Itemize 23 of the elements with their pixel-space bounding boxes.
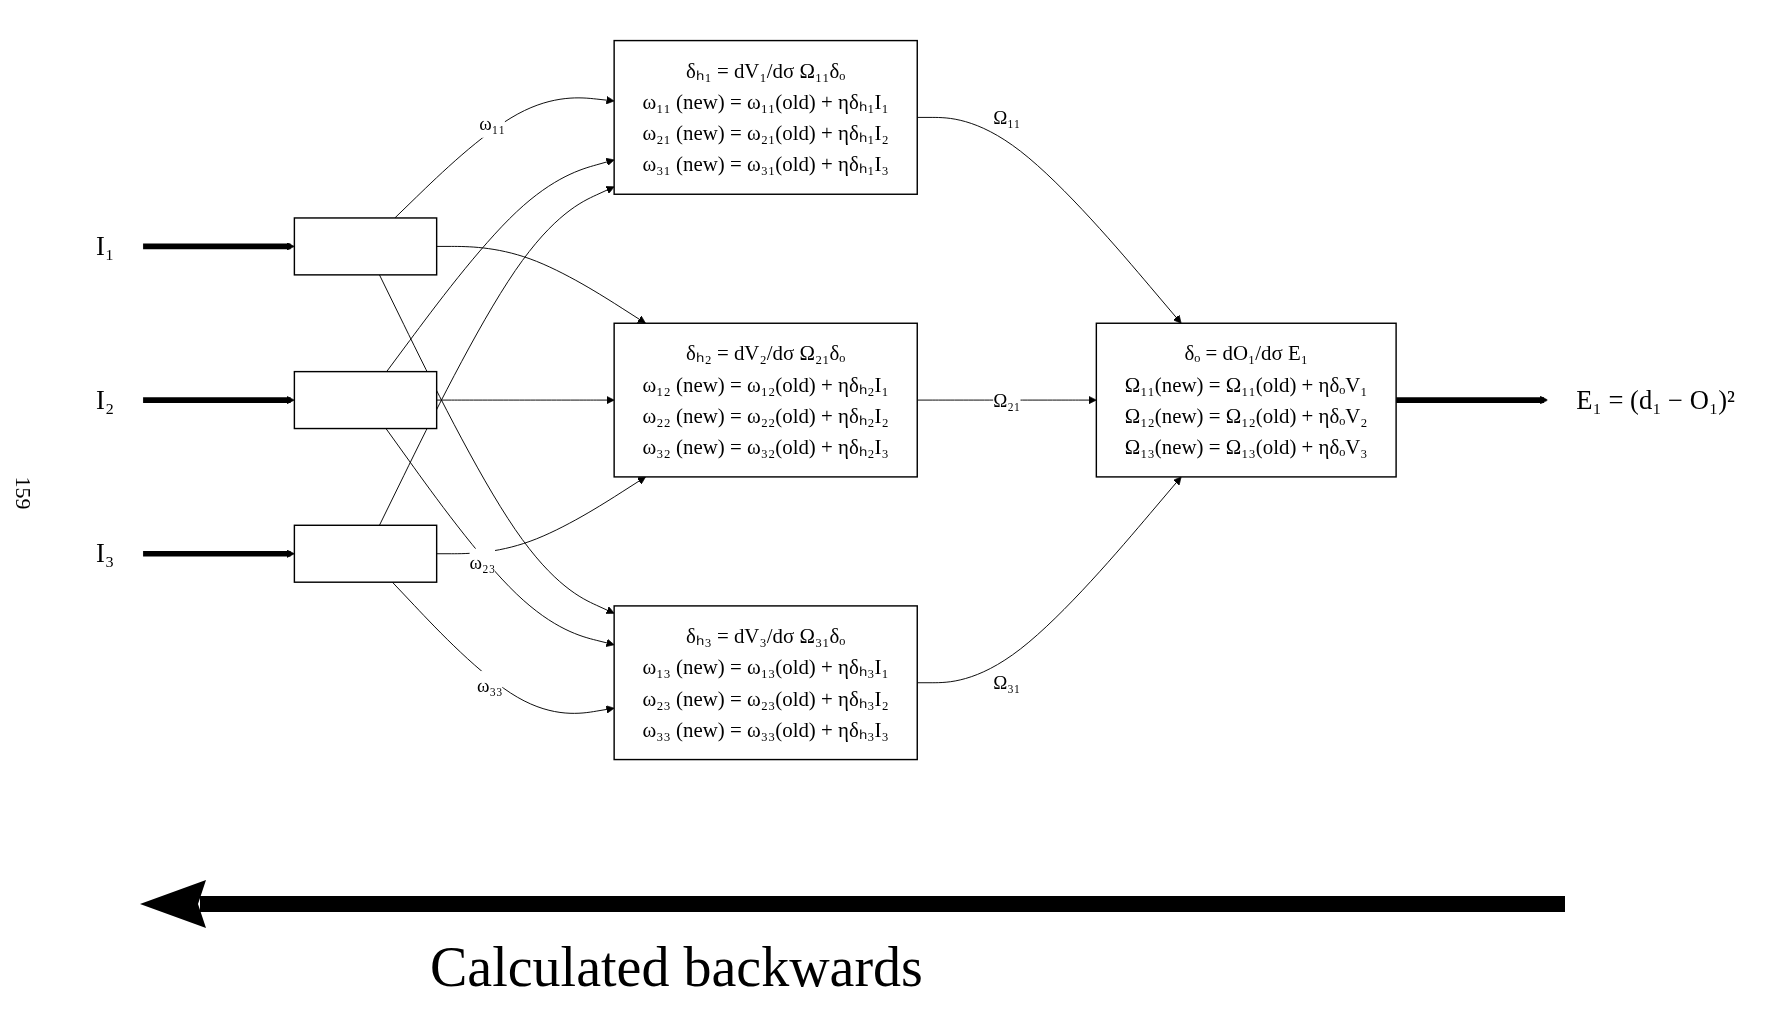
node-box: δₕ₃ = dV₃/dσ Ω₃₁δₒ ω₁₃ (new) = ω₁₃(old) + ηδₕ₃I₁ ω₂₃ (new) = ω₂₃(old) + ηδₕ₃I₂ ω₃₃ (new) = ω₃₃(old) + ηδₕ₃I₃ (613, 605, 918, 761)
node-box (293, 217, 438, 276)
caption-text: Calculated backwards (430, 935, 923, 999)
node-box: δₕ₂ = dV₂/dσ Ω₂₁δₒ ω₁₂ (new) = ω₁₂(old) + ηδₕ₂I₁ ω₂₂ (new) = ω₂₂(old) + ηδₕ₂I₂ ω₃₂ (new) = ω₃₂(old) + ηδₕ₂I₃ (613, 322, 918, 478)
node-text: I₁ (96, 231, 115, 261)
arrow (1396, 395, 1549, 405)
arrow (142, 395, 295, 405)
arrow (142, 549, 295, 558)
arrow (142, 242, 295, 251)
edge-label: ω₃₃ (476, 674, 503, 696)
edge-label: ω₂₃ (469, 552, 496, 574)
node-text: I₂ (96, 384, 115, 415)
node-text: I₃ (96, 538, 115, 568)
edge-label: Ω₂₁ (993, 389, 1021, 411)
edge-label: Ω₁₁ (993, 106, 1021, 128)
node-box (293, 524, 438, 583)
node-text: E₁ = (d₁ − O₁)² (1576, 384, 1735, 415)
page-number: 159 (9, 476, 36, 510)
node-box: δₒ = dO₁/dσ E₁ Ω₁₁(new) = Ω₁₁(old) + ηδₒV₁ Ω₁₂(new) = Ω₁₂(old) + ηδₒV₂ Ω₁₃(new) = Ω₁₃(old) + ηδₒV₃ (1095, 322, 1397, 478)
edge-label: Ω₃₁ (993, 672, 1021, 694)
node-box: δₕ₁ = dV₁/dσ Ω₁₁δₒ ω₁₁ (new) = ω₁₁(old) + ηδₕ₁I₁ ω₂₁ (new) = ω₂₁(old) + ηδₕ₁I₂ ω₃₁ (new) = ω₃₁(old) + ηδₕ₁I₃ (613, 39, 918, 195)
edge-label: ω₁₁ (479, 113, 506, 134)
node-box (293, 370, 438, 430)
